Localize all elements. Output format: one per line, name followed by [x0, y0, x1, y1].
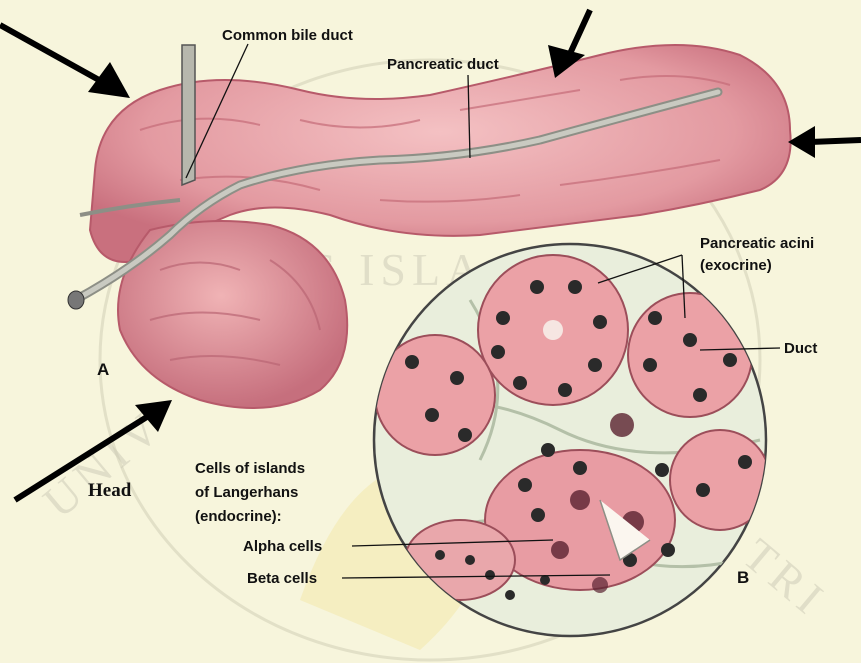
label-panel-a: A [97, 360, 109, 379]
arrow-top-left-icon [0, 25, 130, 98]
acinus-lower-right [670, 430, 770, 530]
label-alpha-cells: Alpha cells [243, 538, 322, 555]
label-exocrine: (exocrine) [700, 257, 772, 274]
label-islets-line1: Cells of islands [195, 460, 305, 477]
label-duct: Duct [784, 340, 817, 357]
label-pancreatic-duct: Pancreatic duct [387, 56, 499, 73]
label-beta-cells: Beta cells [247, 570, 317, 587]
label-common-bile-duct: Common bile duct [222, 27, 353, 44]
arrow-right-icon [788, 126, 861, 158]
acinus-top [478, 255, 628, 405]
label-panel-b: B [737, 568, 749, 587]
label-head: Head [88, 480, 132, 501]
label-islets-line3: (endocrine): [195, 508, 282, 525]
label-pancreatic-acini: Pancreatic acini [700, 235, 814, 252]
label-islets-line2: of Langerhans [195, 484, 298, 501]
